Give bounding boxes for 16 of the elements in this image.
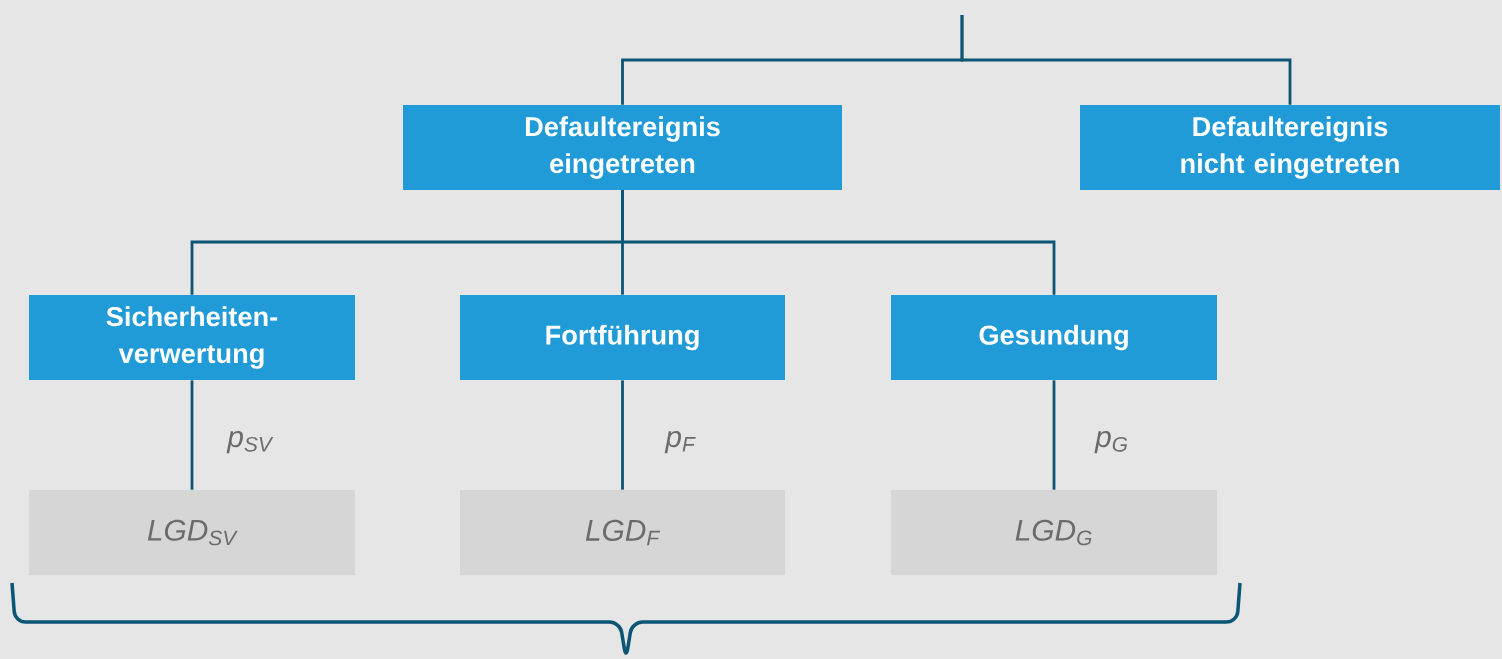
outcome-box: LGD$_{SV}$ [29,490,355,575]
process-box: Defaultereignis eingetreten [403,105,842,190]
edge-label: p$_{F}$ [664,430,696,454]
connector-line [621,380,624,490]
process-box: Sicherheiten- verwertung [29,295,355,380]
connector-line [621,190,1056,295]
connector-line [190,380,194,490]
process-box: Fortführung [460,295,785,380]
edge-label: p$_{G}$ [1094,430,1128,454]
outcome-box: LGD$_{G}$ [891,490,1217,575]
edge-label: p$_{SV}$ [226,430,274,454]
process-box: Defaultereignis nicht eingetreten [1080,105,1500,190]
outcome-box: LGD$_{F}$ [460,490,785,575]
connector-line [1052,380,1056,490]
connector-line [960,15,1292,105]
process-box: Gesundung [891,295,1217,380]
